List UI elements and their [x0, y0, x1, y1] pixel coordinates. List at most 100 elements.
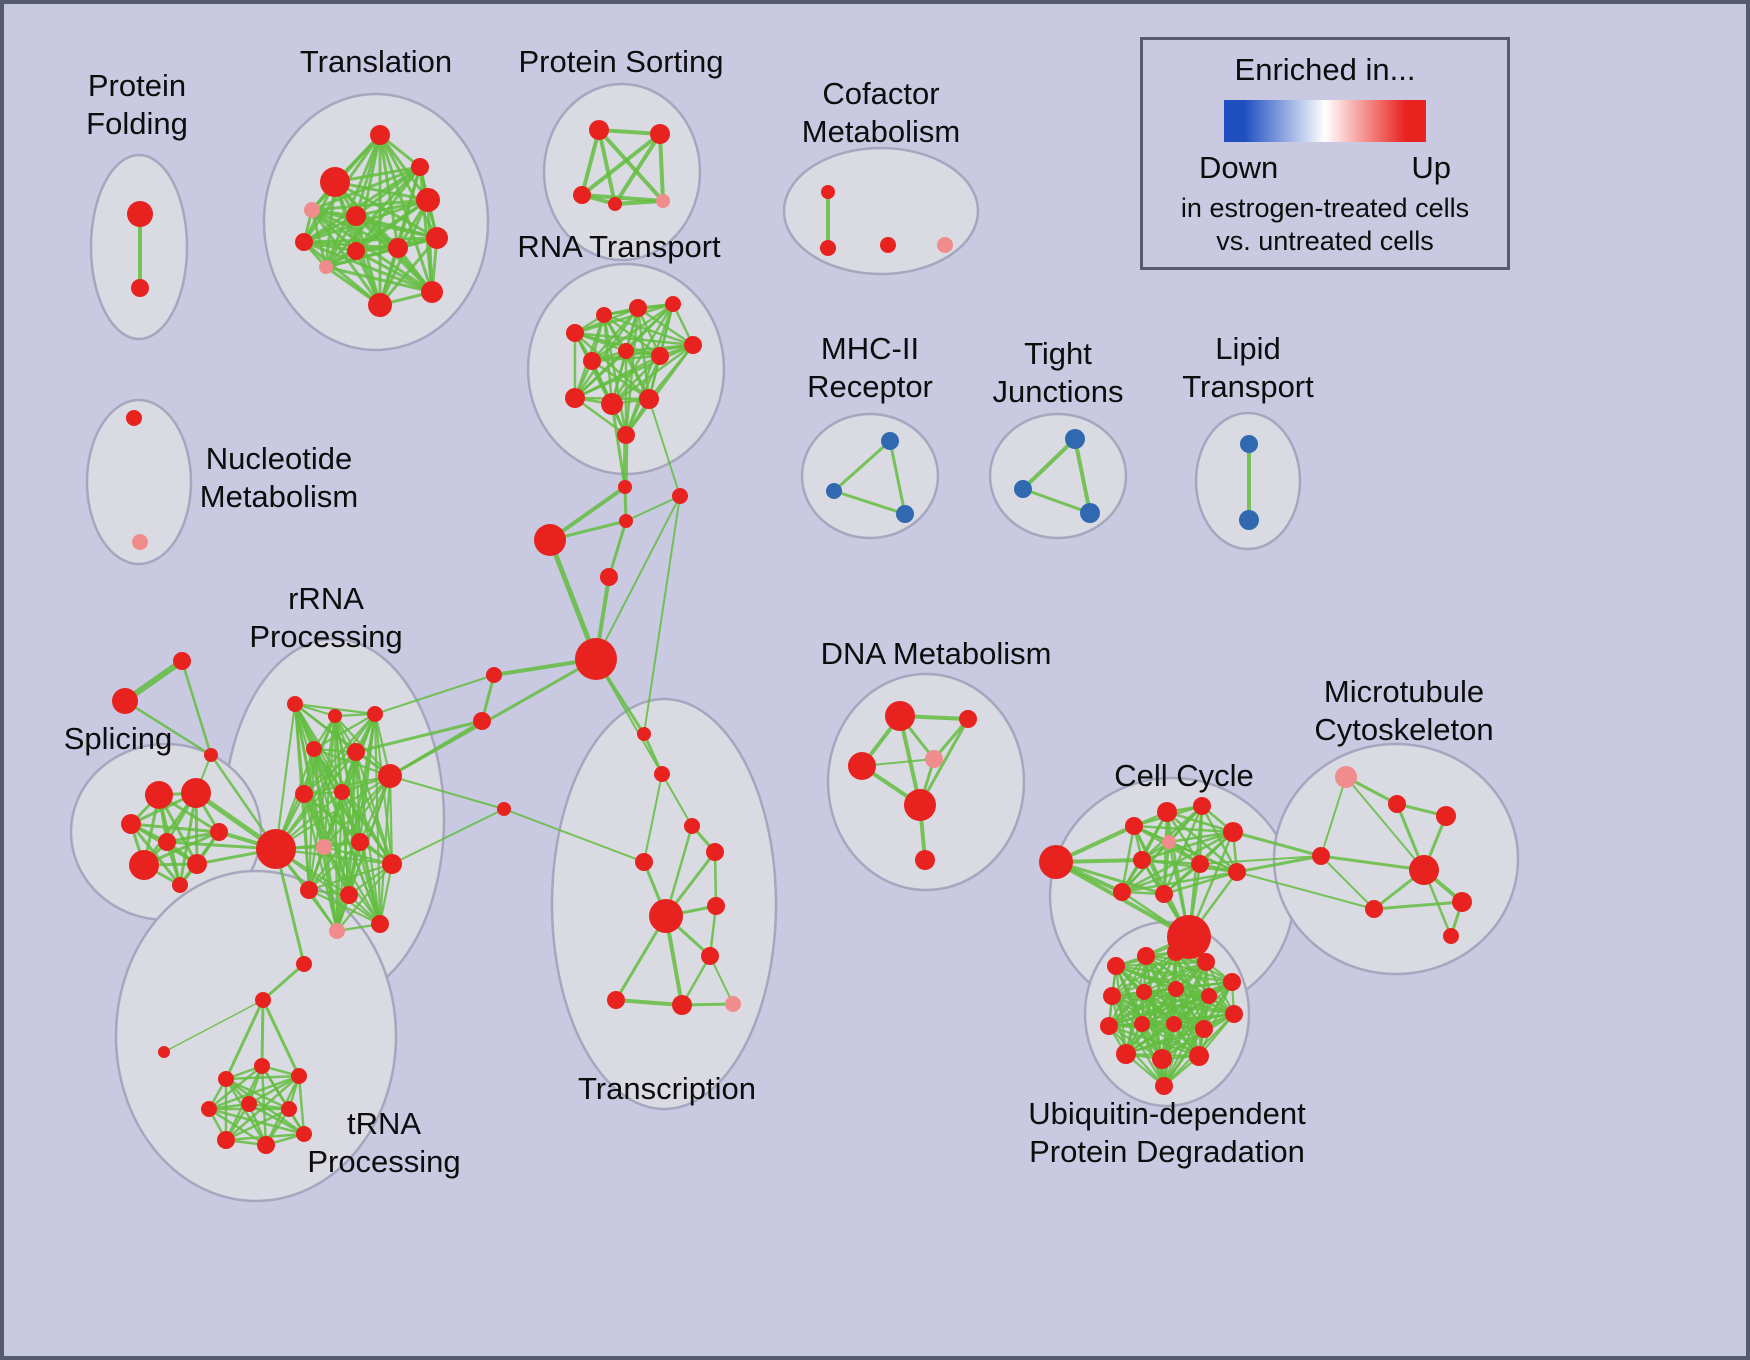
cluster-label-transcription: Transcription	[578, 1071, 756, 1106]
node-tx4	[706, 843, 724, 861]
cluster-label-cofactor-metabolism: Metabolism	[802, 114, 961, 149]
edge-rr2-rr15	[333, 714, 339, 933]
cluster-label-translation: Translation	[300, 44, 452, 79]
edge-rr6-rr12	[388, 774, 394, 866]
edge-ps2-ps3	[580, 132, 662, 197]
edge-tx9-tx10	[614, 998, 684, 1007]
node-tr8	[347, 242, 365, 260]
node-mh1	[881, 432, 899, 450]
edge-hub-tx2	[595, 658, 663, 775]
nodes-layer	[112, 120, 1472, 1154]
cluster-label-dna-metabolism: DNA Metabolism	[821, 636, 1052, 671]
edge-rr6-rr7	[302, 774, 392, 796]
node-ps3	[573, 186, 591, 204]
edge-rr7-rr12	[302, 792, 394, 866]
edge-x5-hub	[595, 495, 681, 660]
node-tr6	[416, 188, 440, 212]
cluster-ellipse-cofactor-metabolism	[782, 146, 980, 276]
edge-ub1-ub4	[1114, 960, 1208, 968]
edge-rr6-rr16	[378, 774, 392, 926]
node-cc4	[1193, 797, 1211, 815]
edge-x2-hub	[547, 537, 599, 662]
edge-b3-rr6	[389, 775, 505, 810]
node-mt7	[1365, 900, 1383, 918]
legend-subtitle-line2: vs. untreated cells	[1216, 226, 1434, 256]
edge-ub4-ub11	[1107, 960, 1208, 1028]
node-rr1	[287, 696, 303, 712]
edge-rr18-tp2	[260, 998, 265, 1068]
node-sp8	[172, 877, 188, 893]
node-pf2	[131, 279, 149, 297]
node-rt6	[651, 347, 669, 365]
legend-down-label: Down	[1199, 150, 1279, 185]
node-tx2	[654, 766, 670, 782]
node-tp1	[218, 1071, 234, 1087]
edge-cc9-cc11	[1162, 870, 1239, 896]
node-ub10	[1225, 1005, 1243, 1023]
node-pf1	[127, 201, 153, 227]
node-tx10	[672, 995, 692, 1015]
node-tj3	[1080, 503, 1100, 523]
node-cc10	[1113, 883, 1131, 901]
edge-ub4-ub6	[1110, 960, 1208, 998]
edge-cc9-mt4	[1235, 854, 1323, 874]
edge-rt10-x1	[610, 402, 627, 489]
node-rr18	[255, 992, 271, 1008]
node-x3	[619, 514, 633, 528]
node-cf4	[937, 237, 953, 253]
node-cc11	[1155, 885, 1173, 903]
edge-b3-rr12	[391, 808, 505, 865]
node-hub	[575, 638, 617, 680]
edge-ub14-ub15	[1124, 1027, 1206, 1056]
legend-title: Enriched in...	[1234, 52, 1416, 87]
edge-dm2-dm5	[918, 717, 970, 807]
edge-rt4-rt8	[590, 302, 675, 363]
node-ub18	[1155, 1077, 1173, 1095]
node-cc6	[1162, 835, 1176, 849]
node-ub15	[1116, 1044, 1136, 1064]
node-tr12	[368, 293, 392, 317]
node-cc3	[1157, 802, 1177, 822]
edge-rr3-rr7	[302, 712, 377, 796]
edge-mt4-mt5	[1319, 854, 1426, 872]
node-ub14	[1195, 1020, 1213, 1038]
edge-rt5-rt12	[624, 343, 695, 437]
edge-rr18-tp3	[261, 998, 301, 1078]
node-tr10	[426, 227, 448, 249]
node-rt1	[566, 324, 584, 342]
edge-b3-tx5	[503, 808, 645, 863]
node-cc2	[1125, 817, 1143, 835]
node-tr13	[421, 281, 443, 303]
node-ub16	[1152, 1049, 1172, 1069]
edge-mt1-mt4	[1320, 776, 1347, 857]
node-tr4	[304, 202, 320, 218]
node-rr13	[300, 881, 318, 899]
node-ub9	[1201, 988, 1217, 1004]
edge-ub5-ub8	[1174, 980, 1234, 991]
node-cc1	[1039, 845, 1073, 879]
edge-rr9-rr16	[274, 847, 382, 926]
node-tr5	[346, 206, 366, 226]
node-x2	[534, 524, 566, 556]
node-tx7	[707, 897, 725, 915]
edge-cc9-mt7	[1236, 871, 1375, 910]
cluster-label-rrna-processing: Processing	[249, 619, 402, 654]
edge-tr4-tr6	[310, 198, 430, 212]
node-tx8	[701, 947, 719, 965]
edge-tx2-tx5	[643, 773, 663, 863]
edge-rr1-rr12	[293, 702, 394, 866]
cluster-ellipse-trna-processing	[114, 869, 398, 1203]
edge-tj1-tj2	[1021, 437, 1077, 491]
edge-ps2-ps4	[613, 132, 662, 206]
edge-mh1-mh3	[888, 439, 907, 516]
node-rr6	[378, 764, 402, 788]
cluster-label-tight-junctions: Junctions	[993, 374, 1124, 409]
node-sp4	[158, 833, 176, 851]
edge-rr17-rr18	[261, 962, 306, 1002]
node-x4	[600, 568, 618, 586]
edge-x5-x3	[625, 495, 681, 522]
edge-cc5-cc6	[1167, 830, 1235, 844]
node-tr11	[319, 260, 333, 274]
node-ub13	[1166, 1016, 1182, 1032]
